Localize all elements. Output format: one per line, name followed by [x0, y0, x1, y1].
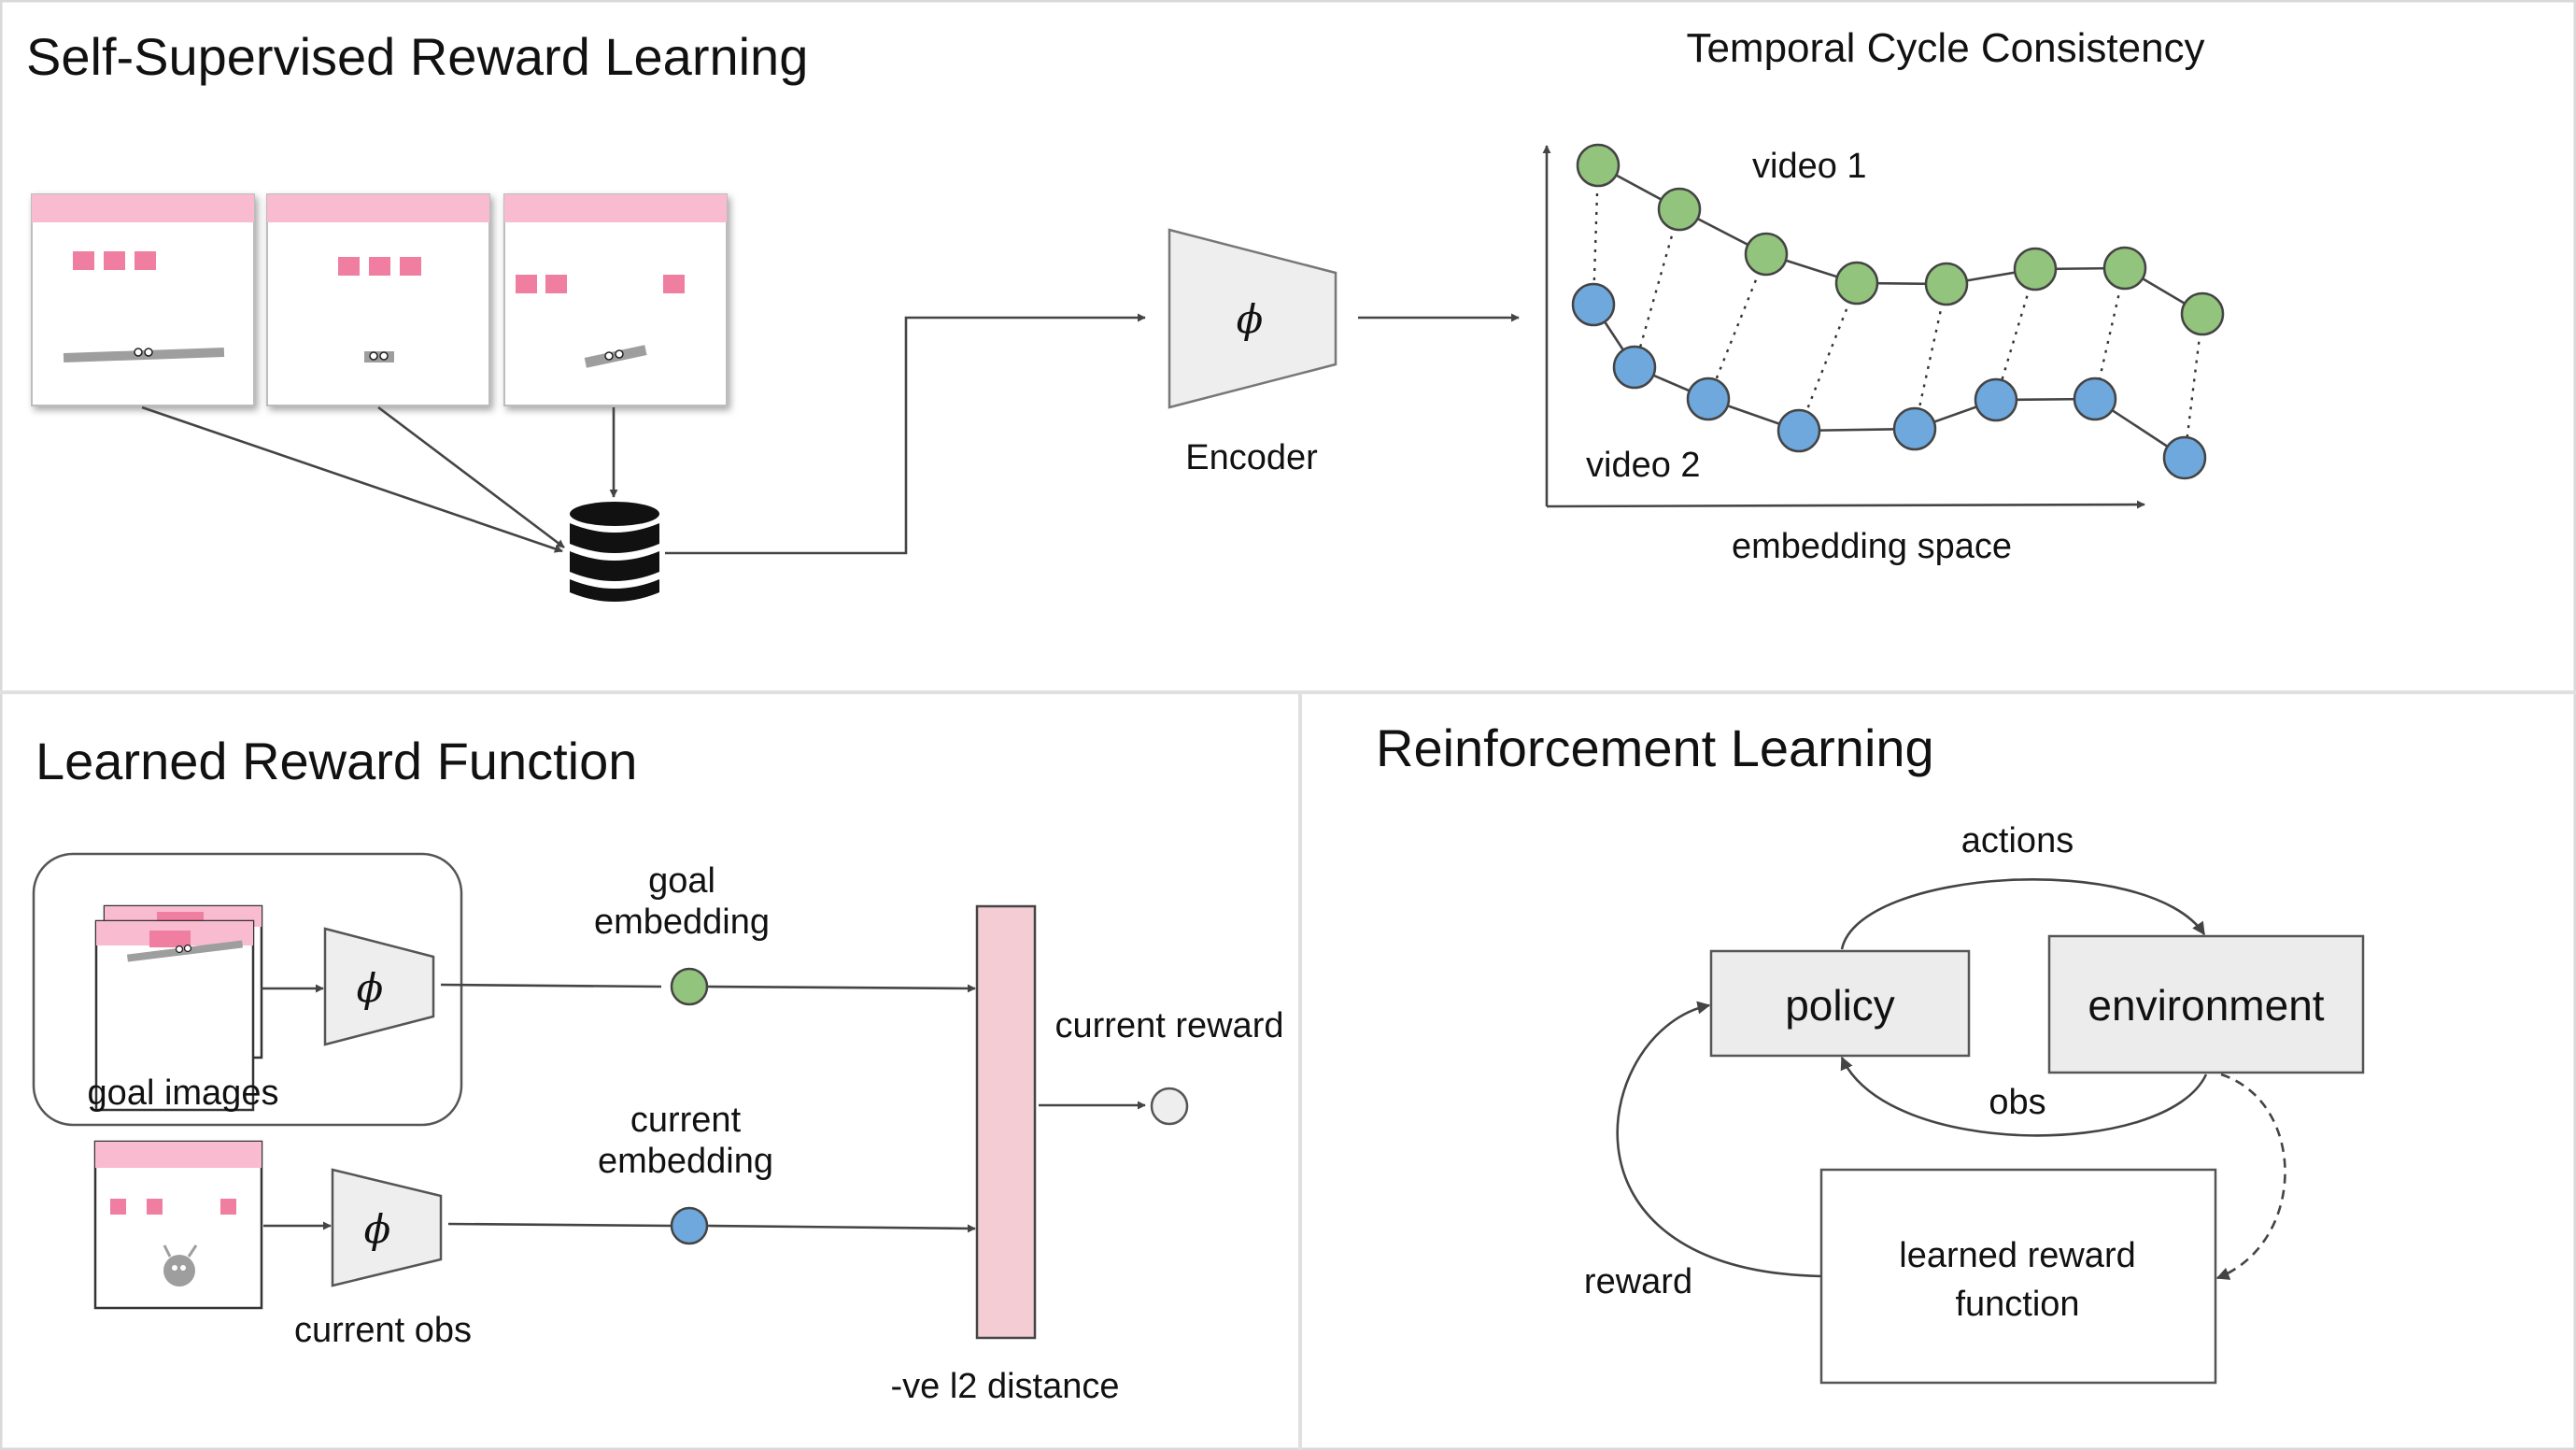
tcc-node-v1-8 [2180, 291, 2225, 336]
goal-encoder-block [323, 927, 435, 1046]
tcc-axes [1542, 145, 2145, 509]
panel-title-lrf: Learned Reward Function [35, 732, 637, 790]
current-embedding-label-1: current [630, 1101, 742, 1140]
current-embedding-label-2: embedding [598, 1142, 773, 1181]
policy-label: policy [1785, 981, 1895, 1030]
current-reward-node [1150, 1087, 1189, 1126]
environment-label: environment [2088, 981, 2324, 1030]
tcc-node-v1-2 [1657, 187, 1702, 232]
current-encoder-block [331, 1168, 443, 1287]
database-icon [570, 502, 659, 602]
current-encoder-to-embedding [447, 1222, 673, 1228]
current-encoder-symbol: ϕ [364, 1206, 391, 1252]
encoder-symbol: ϕ [1237, 296, 1264, 342]
tcc-node-v2-6 [1974, 377, 2018, 422]
panel-title-ssrl: Self-Supervised Reward Learning [26, 27, 808, 86]
frames-to-database-arrows [141, 405, 618, 553]
database-to-encoder-arrow [665, 313, 1146, 555]
current-obs-image [93, 1140, 263, 1310]
tcc-alignment-lines [1592, 164, 2204, 459]
encoder-block [1168, 228, 1338, 409]
encoder-label: Encoder [1185, 438, 1318, 477]
current-reward-label: current reward [1055, 1006, 1284, 1045]
tcc-node-v1-4 [1834, 261, 1879, 306]
obs-label: obs [1989, 1083, 2045, 1122]
panel-title-rl: Reinforcement Learning [1376, 718, 1934, 777]
tcc-series-1-label: video 1 [1752, 147, 1867, 186]
goal-embedding-label-1: goal [648, 861, 715, 901]
tcc-node-v2-1 [1571, 282, 1616, 327]
frame-1-content [63, 251, 225, 362]
tcc-node-v1-7 [2102, 246, 2147, 291]
policy-box [1709, 949, 1971, 1058]
reward-function-box [1819, 1168, 2217, 1385]
frame-thumbnail-3 [503, 193, 728, 406]
tcc-series-1 [1576, 143, 2225, 336]
reward-function-label-2: function [1955, 1285, 2079, 1324]
goal-embedding-to-distance-arrow [707, 984, 976, 993]
tcc-node-v1-6 [2013, 247, 2058, 291]
frame-2-content [338, 257, 421, 362]
current-embedding-node [670, 1206, 709, 1245]
obs-to-reward-dashed-arrow [2215, 1073, 2286, 1280]
reward-function-label-1: learned reward [1899, 1236, 2135, 1275]
tcc-series-2 [1571, 282, 2207, 480]
tcc-node-v2-7 [2073, 377, 2117, 421]
environment-box [2047, 934, 2365, 1074]
tcc-title: Temporal Cycle Consistency [1686, 25, 2204, 71]
tcc-node-v2-5 [1892, 406, 1937, 451]
distance-bar [975, 904, 1037, 1340]
tcc-node-v2-4 [1776, 408, 1821, 453]
goal-embedding-node [670, 967, 709, 1006]
tcc-node-v2-2 [1612, 345, 1657, 390]
tcc-node-v1-3 [1744, 232, 1789, 277]
frame-thumbnail-1 [31, 193, 255, 406]
current-embedding-to-distance-arrow [707, 1224, 976, 1233]
tcc-node-v1-5 [1924, 262, 1969, 306]
goal-encoder-to-embedding [440, 983, 662, 988]
distance-label: -ve l2 distance [890, 1367, 1119, 1406]
tcc-node-v2-3 [1686, 377, 1731, 421]
tcc-node-v2-8 [2162, 435, 2207, 480]
reward-label: reward [1584, 1262, 1692, 1301]
tcc-node-v1-1 [1576, 143, 1621, 188]
tcc-axis-label: embedding space [1732, 527, 2012, 566]
actions-label: actions [1961, 821, 2074, 860]
current-obs-label: current obs [294, 1311, 472, 1350]
goal-embedding-label-2: embedding [594, 903, 770, 942]
obs-arrow [1840, 1056, 2208, 1137]
reward-arrow [1616, 1001, 1822, 1278]
frame-thumbnail-2 [266, 193, 490, 406]
actions-arrow [1840, 878, 2206, 950]
goal-encoder-symbol: ϕ [357, 965, 384, 1011]
goal-images-label: goal images [88, 1073, 279, 1113]
tcc-series-2-label: video 2 [1586, 446, 1701, 485]
goal-image-front [94, 919, 255, 1112]
goal-images-group [32, 852, 463, 1127]
frame-3-content [516, 275, 685, 368]
